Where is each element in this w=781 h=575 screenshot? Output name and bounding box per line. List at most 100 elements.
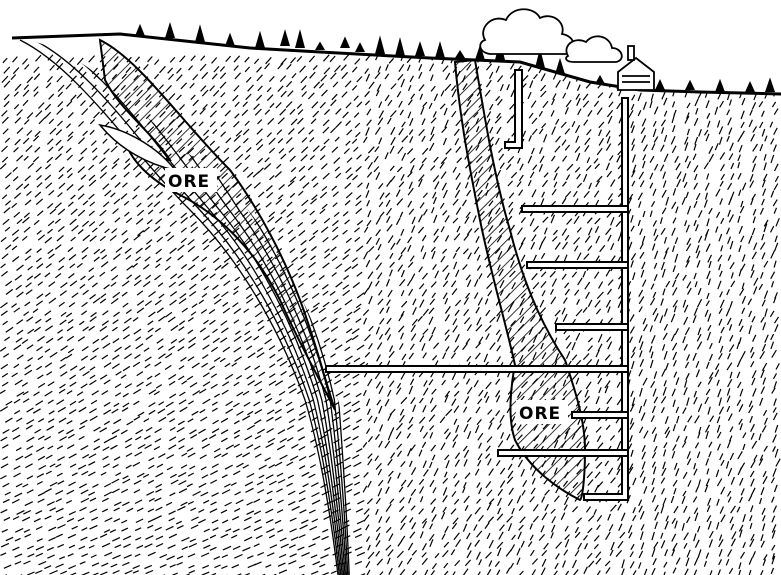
- texture-dash: [38, 235, 45, 240]
- texture-dash: [553, 571, 558, 575]
- texture-dash: [684, 344, 687, 350]
- texture-dash: [452, 89, 456, 97]
- texture-dash: [147, 492, 154, 496]
- texture-dash: [322, 529, 328, 532]
- texture-dash: [390, 270, 393, 277]
- texture-dash: [380, 212, 384, 217]
- texture-dash: [662, 127, 664, 133]
- texture-dash: [170, 205, 175, 209]
- texture-dash: [81, 356, 88, 360]
- texture-dash: [606, 228, 611, 235]
- texture-dash: [410, 461, 413, 467]
- texture-dash: [57, 517, 63, 520]
- texture-dash: [709, 261, 711, 268]
- texture-dash: [50, 352, 57, 357]
- texture-dash: [567, 342, 572, 348]
- texture-dash: [353, 382, 358, 385]
- texture-dash: [60, 291, 67, 296]
- texture-dash: [468, 543, 472, 550]
- texture-dash: [654, 263, 656, 269]
- tree-icon: [455, 50, 465, 58]
- texture-dash: [487, 273, 491, 278]
- texture-dash: [694, 391, 696, 397]
- texture-dash: [133, 462, 140, 466]
- texture-dash: [487, 533, 490, 539]
- texture-dash: [380, 193, 384, 200]
- texture-dash: [742, 283, 744, 289]
- texture-dash: [573, 560, 577, 568]
- texture-dash: [740, 389, 743, 397]
- texture-dash: [69, 566, 76, 569]
- texture-dash: [640, 427, 643, 433]
- texture-dash: [586, 463, 590, 468]
- texture-dash: [191, 517, 198, 521]
- texture-dash: [673, 188, 675, 195]
- texture-dash: [720, 198, 723, 204]
- texture-dash: [432, 455, 435, 461]
- texture-dash: [452, 399, 456, 406]
- texture-dash: [706, 425, 710, 433]
- texture-dash: [429, 317, 433, 325]
- texture-dash: [709, 570, 712, 575]
- tree-icon: [135, 24, 145, 36]
- texture-dash: [388, 459, 393, 465]
- texture-dash: [66, 124, 70, 128]
- texture-dash: [303, 484, 309, 487]
- texture-dash: [519, 506, 523, 511]
- texture-dash: [156, 484, 162, 487]
- texture-dash: [708, 407, 710, 415]
- texture-dash: [4, 208, 10, 213]
- texture-dash: [698, 288, 701, 295]
- texture-dash: [606, 66, 609, 71]
- texture-dash: [49, 298, 56, 303]
- texture-dash: [709, 208, 712, 214]
- texture-dash: [89, 194, 95, 199]
- texture-dash: [299, 447, 305, 451]
- texture-dash: [368, 246, 374, 252]
- texture-dash: [397, 423, 403, 430]
- texture-dash: [653, 121, 656, 127]
- texture-dash: [598, 443, 603, 449]
- texture-dash: [466, 339, 470, 344]
- texture-dash: [189, 292, 195, 297]
- texture-dash: [354, 96, 359, 101]
- texture-dash: [319, 435, 327, 439]
- texture-dash: [102, 255, 107, 259]
- texture-dash: [740, 326, 743, 332]
- texture-dash: [13, 68, 19, 74]
- texture-dash: [78, 194, 84, 200]
- texture-dash: [517, 548, 520, 555]
- texture-dash: [134, 490, 140, 493]
- texture-dash: [379, 386, 383, 394]
- texture-dash: [308, 93, 314, 99]
- texture-dash: [277, 530, 283, 533]
- texture-dash: [606, 532, 611, 540]
- texture-dash: [577, 253, 581, 260]
- texture-dash: [347, 490, 352, 493]
- texture-dash: [665, 416, 668, 424]
- texture-dash: [388, 118, 392, 124]
- texture-dash: [211, 102, 216, 108]
- texture-dash: [475, 293, 478, 299]
- texture-dash: [213, 338, 220, 343]
- texture-dash: [718, 444, 721, 451]
- texture-dash: [564, 550, 568, 556]
- texture-dash: [388, 558, 391, 564]
- texture-dash: [598, 378, 602, 384]
- texture-dash: [313, 562, 320, 565]
- texture-dash: [226, 56, 231, 62]
- texture-dash: [661, 228, 665, 234]
- texture-dash: [706, 100, 709, 108]
- texture-dash: [464, 424, 468, 432]
- texture-dash: [191, 56, 195, 61]
- texture-dash: [15, 562, 21, 565]
- texture-dash: [727, 318, 731, 325]
- texture-dash: [563, 242, 568, 249]
- texture-dash: [354, 308, 361, 313]
- texture-dash: [188, 343, 195, 348]
- texture-dash: [25, 365, 31, 369]
- texture-dash: [424, 570, 428, 575]
- texture-dash: [466, 379, 469, 385]
- texture-dash: [474, 247, 479, 254]
- texture-dash: [26, 425, 33, 429]
